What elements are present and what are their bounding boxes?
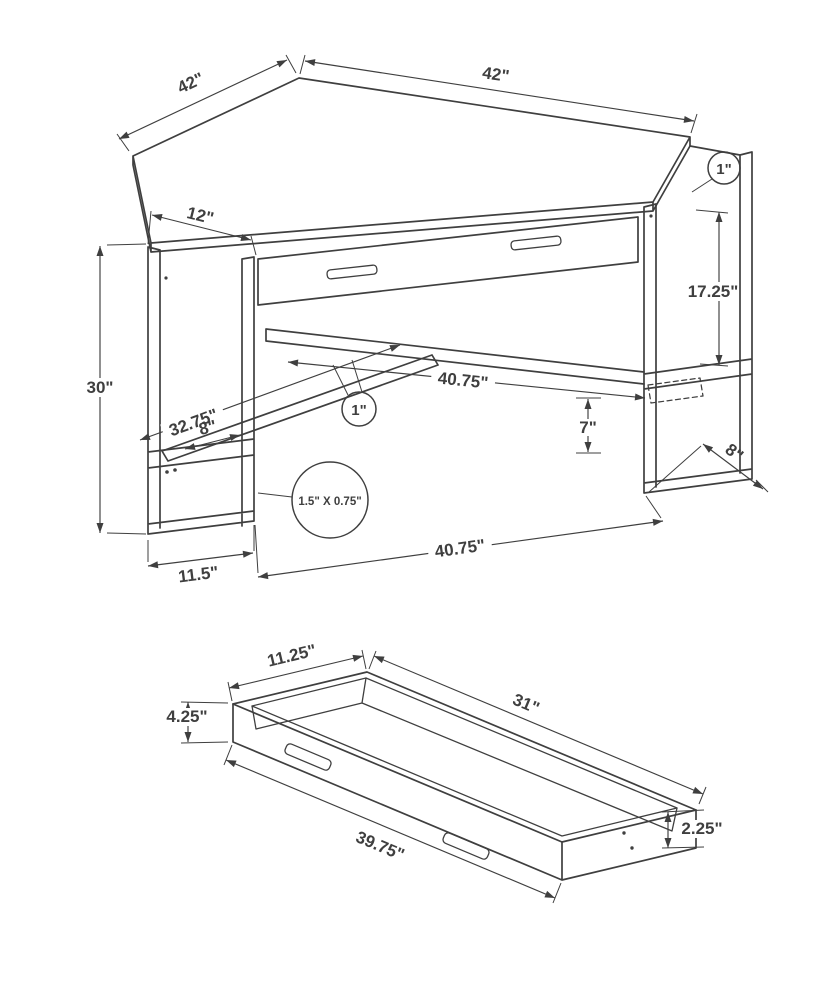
extension-lines: [368, 650, 707, 805]
dim-shelf-depth: 8": [184, 416, 241, 450]
dimension-line: [373, 655, 704, 795]
dimension-label: 40.75": [437, 369, 489, 393]
screw-dot: [165, 470, 169, 474]
dim-top-back-right: 42": [299, 54, 698, 134]
screw-dot: [649, 214, 653, 218]
dim-drawer-side-length: 31": [368, 650, 707, 805]
dimension-label: 42": [481, 63, 511, 86]
dim-base-span: 40.75": [254, 495, 664, 580]
screw-dot: [173, 468, 177, 472]
desk-right-leg-frame: [643, 145, 753, 494]
drawer-rim-inner: [251, 677, 678, 837]
desk-left-leg-frame: [147, 246, 255, 535]
callout-label: 1": [351, 402, 366, 419]
dim-leg-width: 11.5": [147, 525, 255, 587]
callout-circle: [341, 391, 377, 427]
drawer-structure: [232, 671, 697, 881]
callout-tube-profile: 1.5" X 0.75": [257, 461, 369, 539]
label-mask: [161, 708, 213, 726]
dim-top-back-left: 42": [116, 54, 297, 152]
apron-drawer-handle-left: [326, 264, 378, 280]
dimension-label: 7": [579, 418, 597, 437]
screw-dot: [164, 276, 168, 280]
extension-lines: [147, 210, 257, 256]
drawer-drawing: 11.25" 4.25" 31" 2.25" 39.75": [161, 641, 728, 904]
screw-dot: [630, 846, 634, 850]
dim-drawer-rear-height: 4.25": [161, 701, 229, 744]
dimension-label: 42": [174, 69, 207, 98]
label-mask: [577, 419, 600, 436]
label-mask: [427, 535, 493, 563]
dim-brace-length: 32.75": [139, 344, 401, 442]
screw-dot: [622, 831, 626, 835]
leader-line: [691, 178, 713, 193]
dim-beam-rise: 7": [576, 397, 601, 454]
label-group: 40.75": [427, 535, 493, 563]
callout-label: 1": [716, 161, 731, 178]
desk-right-leg-bracket: [647, 377, 704, 404]
label-mask: [676, 820, 728, 838]
extension-lines: [147, 525, 255, 562]
label-mask: [430, 368, 496, 394]
dim-overall-height: 30": [76, 243, 147, 535]
extension-lines: [576, 397, 601, 454]
dimension-line: [228, 654, 364, 690]
dimension-label: 30": [87, 378, 114, 397]
dimension-line: [147, 550, 254, 569]
apron-drawer-handle-right: [510, 235, 562, 251]
dimension-label: 8": [197, 416, 219, 439]
callout-circle: [707, 151, 741, 185]
desk-structure: [132, 77, 753, 535]
dimension-label: 17.25": [688, 282, 739, 301]
leader-line: [257, 492, 293, 498]
dim-drawer-front-height: 2.25": [661, 809, 728, 849]
leader-line: [332, 359, 363, 396]
extension-lines: [223, 744, 562, 904]
extension-lines: [299, 54, 698, 134]
dimension-line: [225, 759, 556, 899]
dimension-line: [304, 59, 695, 123]
dimension-label: 2.25": [681, 819, 722, 838]
dimension-label: 4.25": [166, 707, 207, 726]
label-mask: [160, 402, 227, 442]
dim-leg-opening-height: 17.25": [687, 209, 739, 367]
extension-lines: [116, 54, 297, 152]
label-group: 40.75": [430, 368, 496, 394]
dimension-line: [151, 214, 252, 241]
dimension-line: [118, 59, 288, 140]
desk-apron-panel: [257, 216, 639, 306]
callout-tube-width: 1": [332, 359, 377, 427]
label-mask: [76, 378, 124, 397]
desk-drawing: 42" 42" 12" 1" 17.25" 30": [76, 54, 769, 587]
desk-top-surface: [132, 77, 691, 253]
label-mask: [687, 282, 739, 301]
dimension-line: [184, 434, 241, 450]
dimension-label: 40.75": [434, 536, 487, 562]
dim-drawer-width: 11.25": [227, 641, 367, 702]
extension-lines: [106, 243, 147, 535]
dimension-line: [702, 443, 764, 490]
dim-beam-length: 40.75": [287, 359, 646, 401]
label-group: 32.75": [160, 402, 227, 442]
callout-label: 1.5" X 0.75": [298, 496, 361, 508]
drawer-rim-outer: [232, 671, 697, 843]
extension-lines: [695, 209, 729, 367]
dimension-label: 31": [510, 690, 542, 718]
dimension-label: 8": [722, 440, 747, 466]
extension-lines: [254, 495, 662, 574]
dimension-label: 11.25": [265, 641, 318, 671]
extension-lines: [227, 649, 367, 702]
callout-top-thickness: 1": [691, 151, 741, 193]
dim-drawer-front-length: 39.75": [223, 744, 562, 904]
dimension-label: 11.5": [177, 563, 219, 587]
